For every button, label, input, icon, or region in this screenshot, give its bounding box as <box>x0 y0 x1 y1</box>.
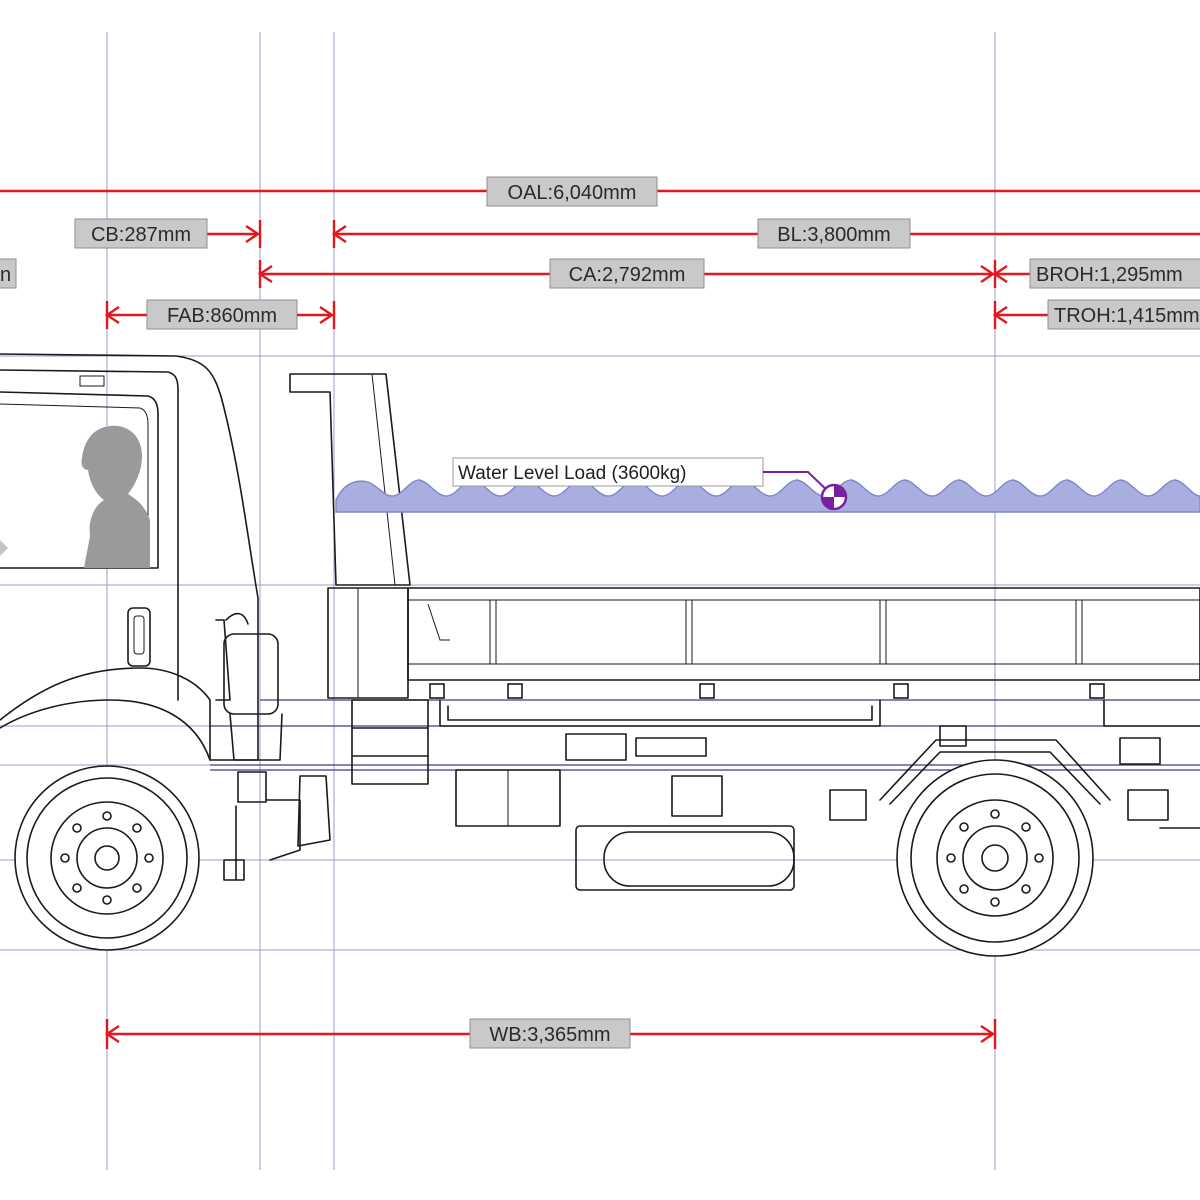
dimension-oal: OAL:6,040mm <box>0 176 1200 207</box>
access-ladder <box>351 699 429 785</box>
hydraulic-line <box>439 699 881 727</box>
fuel-tank <box>575 825 795 891</box>
dimension-bl-box <box>757 218 911 249</box>
dimension-left-partial: n <box>0 258 17 289</box>
load-annotation: Water Level Load (3600kg) <box>452 457 848 511</box>
front-wheel-nuts <box>60 811 154 905</box>
dimension-left-partial-box <box>0 258 17 289</box>
air-intake <box>223 633 279 715</box>
dimension-troh-label: TROH:1,415mm <box>1054 305 1200 327</box>
dimension-troh-box <box>1047 299 1200 330</box>
body-posts <box>489 599 1083 665</box>
dimension-oal-box <box>486 176 658 207</box>
dimension-wb: WB:3,365mm <box>104 1018 997 1049</box>
dimension-wb-box <box>469 1018 631 1049</box>
body-side-panel <box>407 587 1200 681</box>
dimension-wb-label: WB:3,365mm <box>489 1024 610 1046</box>
pump-unit <box>565 733 627 761</box>
front-wheel <box>14 765 200 951</box>
dimension-broh-box <box>1029 258 1200 289</box>
load-annotation-label: Water Level Load (3600kg) <box>458 463 686 484</box>
body-headboard <box>289 373 411 586</box>
dimension-ca-label: CA:2,792mm <box>569 264 686 286</box>
dimension-troh: TROH:1,415mm <box>992 299 1200 330</box>
cab-door <box>0 369 179 701</box>
dimension-left-partial-label: n <box>0 264 11 286</box>
dimension-broh: BROH:1,295mm <box>992 258 1200 289</box>
dimension-fab-box <box>146 299 298 330</box>
dimension-cb-box <box>74 218 208 249</box>
rear-suspension <box>829 725 1200 829</box>
front-mudguard <box>0 699 211 761</box>
dimension-bl: BL:3,800mm <box>331 218 1200 249</box>
dimension-ca: CA:2,792mm <box>257 258 997 289</box>
door-handle <box>127 607 151 667</box>
truck-body: Water Level Load (3600kg) <box>0 353 1200 891</box>
dimension-broh-label: BROH:1,295mm <box>1036 264 1183 286</box>
rear-wheel <box>896 759 1094 957</box>
driver-silhouette-icon <box>81 425 150 568</box>
dimension-oal-label: OAL:6,040mm <box>508 182 637 204</box>
dimension-fab: FAB:860mm <box>104 299 336 330</box>
body-mounts <box>429 683 1105 699</box>
cab-shell <box>0 353 259 761</box>
dimension-fab-label: FAB:860mm <box>167 305 277 327</box>
dimension-cb: CB:287mm <box>74 218 262 249</box>
dimension-bl-label: BL:3,800mm <box>777 224 890 246</box>
load-annotation-box <box>452 457 764 487</box>
dimension-ca-box <box>549 258 705 289</box>
dimension-cb-label: CB:287mm <box>91 224 191 246</box>
rear-wheel-nuts <box>946 809 1044 907</box>
body-front-block <box>327 587 409 699</box>
cab-window <box>0 391 159 569</box>
center-of-gravity-icon <box>820 483 848 511</box>
